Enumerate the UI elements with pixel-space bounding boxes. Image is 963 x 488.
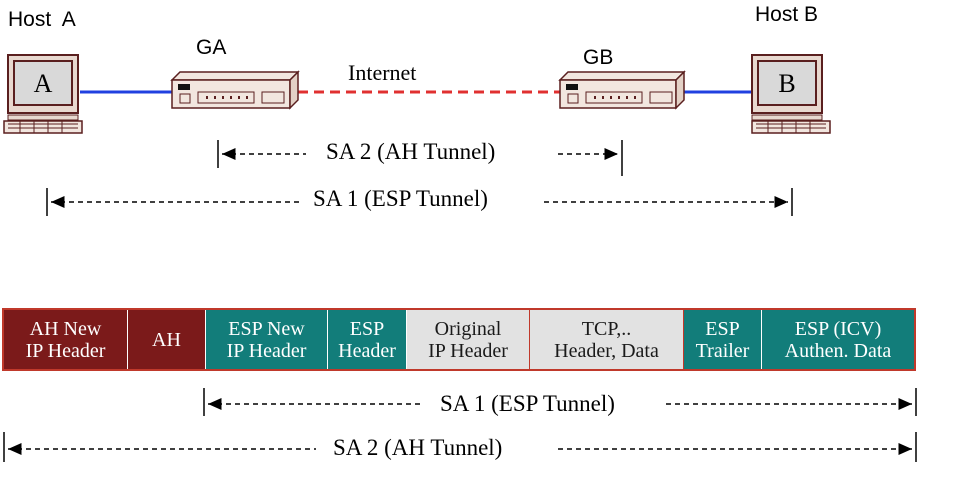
bottom-sa2-arrow [3,432,917,462]
packet-field-esp-icv-authen-data: ESP (ICV) Authen. Data [762,310,914,369]
top-sa2-arrow [217,140,623,176]
bottom-sa1-arrow [203,388,917,416]
packet-field-esp-header: ESP Header [328,310,407,369]
gateway-ga-router-icon [170,70,300,110]
host-a-label: Host A [8,8,76,31]
packet-field-esp-trailer: ESP Trailer [684,310,762,369]
host-a-screen-label: A [34,69,53,98]
host-b-screen-label: B [778,69,795,98]
gateway-ga-label: GA [196,36,227,59]
bottom-sa2-label: SA 2 (AH Tunnel) [333,435,503,460]
gateway-gb-router-icon [558,70,686,110]
bottom-sa1-label: SA 1 (ESP Tunnel) [440,391,615,416]
packet-field-tcp-header-data: TCP,.. Header, Data [530,310,684,369]
packet-format: AH New IP Header AH ESP New IP Header ES… [2,308,916,371]
host-b-label: Host B [755,3,819,26]
host-b-computer-icon: B [751,54,831,134]
packet-field-ah-new-ip-header: AH New IP Header [4,310,128,369]
packet-field-ah: AH [128,310,206,369]
top-sa1-label: SA 1 (ESP Tunnel) [313,186,488,211]
top-sa1-arrow [46,188,793,216]
packet-field-original-ip-header: Original IP Header [407,310,530,369]
gateway-gb-label: GB [583,46,614,69]
internet-label: Internet [348,60,417,85]
top-sa2-label: SA 2 (AH Tunnel) [326,139,496,164]
host-a-computer-icon: A [3,54,83,134]
packet-field-esp-new-ip-header: ESP New IP Header [206,310,328,369]
